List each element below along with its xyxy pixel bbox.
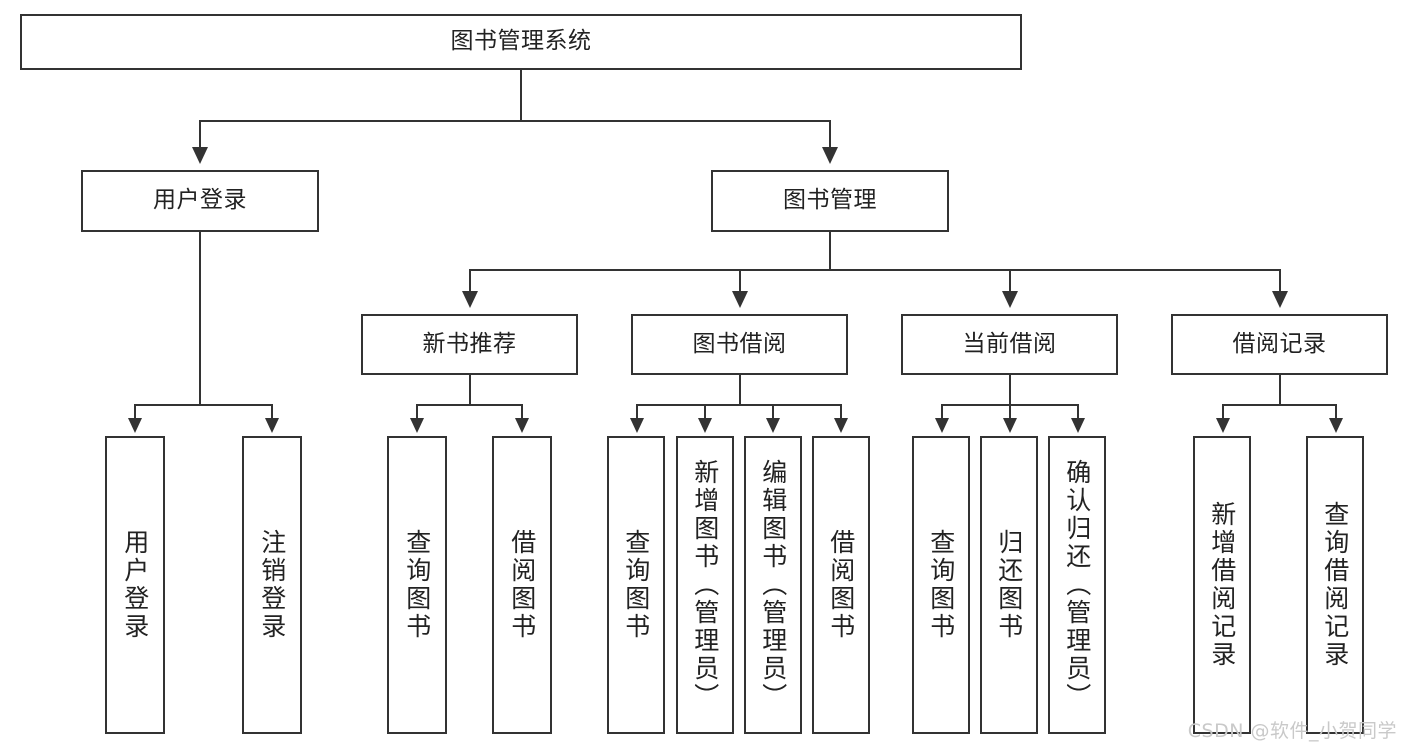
arrow-to-leaf-borrow-book-1	[515, 418, 529, 433]
node-label: 图书管理系统	[450, 28, 592, 55]
connector-book-borrow-bus	[636, 404, 842, 406]
connector-level3-drop-4	[1279, 269, 1281, 293]
node-label: 归还图书	[994, 529, 1024, 641]
connector-new-book-stem	[469, 375, 471, 406]
connector-level3-drop-1	[469, 269, 471, 293]
arrow-to-leaf-edit-book	[766, 418, 780, 433]
arrow-to-leaf-return-book	[1003, 418, 1017, 433]
node-label: 确认归还（管理员）	[1062, 459, 1092, 711]
arrow-to-book-borrow	[732, 291, 748, 308]
arrow-to-leaf-confirm-return	[1071, 418, 1085, 433]
arrow-to-leaf-borrow-book-2	[834, 418, 848, 433]
arrow-to-leaf-add-record	[1216, 418, 1230, 433]
arrow-to-leaf-query-book-3	[935, 418, 949, 433]
arrow-to-leaf-add-book	[698, 418, 712, 433]
arrow-to-new-book-recommend	[462, 291, 478, 308]
node-label: 图书借阅	[692, 330, 787, 357]
arrow-to-borrow-record	[1272, 291, 1288, 308]
connector-user-login-drop-1	[134, 404, 136, 420]
node-label: 新增图书（管理员）	[690, 459, 720, 711]
connector-current-borrow-drop-2	[1009, 404, 1011, 420]
leaf-borrow-book[interactable]: 借阅图书	[812, 436, 870, 734]
connector-book-management-stem	[829, 232, 831, 271]
leaf-confirm-return[interactable]: 确认归还（管理员）	[1048, 436, 1106, 734]
node-user-login[interactable]: 用户登录	[81, 170, 319, 232]
connector-borrow-record-bus	[1222, 404, 1336, 406]
leaf-query-book-current[interactable]: 查询图书	[912, 436, 970, 734]
node-label: 借阅图书	[507, 529, 537, 641]
node-label: 借阅记录	[1232, 330, 1327, 357]
node-label: 当前借阅	[962, 330, 1057, 357]
connector-level3-bus	[469, 269, 1281, 271]
arrow-to-current-borrow	[1002, 291, 1018, 308]
leaf-query-book-recommend[interactable]: 查询图书	[387, 436, 447, 734]
node-label: 编辑图书（管理员）	[758, 459, 788, 711]
node-label: 查询图书	[926, 529, 956, 641]
leaf-logout[interactable]: 注销登录	[242, 436, 302, 734]
leaf-add-borrow-record[interactable]: 新增借阅记录	[1193, 436, 1251, 734]
connector-borrow-record-stem	[1279, 375, 1281, 406]
node-label: 用户登录	[153, 187, 247, 214]
connector-current-borrow-drop-3	[1077, 404, 1079, 420]
arrow-to-user-login	[192, 147, 208, 164]
connector-book-borrow-drop-2	[704, 404, 706, 420]
node-label: 查询图书	[621, 529, 651, 641]
node-borrow-record[interactable]: 借阅记录	[1171, 314, 1388, 375]
node-label: 新书推荐	[422, 330, 517, 357]
leaf-query-borrow-record[interactable]: 查询借阅记录	[1306, 436, 1364, 734]
connector-book-borrow-drop-1	[636, 404, 638, 420]
connector-root-stem	[520, 70, 522, 121]
node-root-library-system[interactable]: 图书管理系统	[20, 14, 1022, 70]
arrow-to-leaf-query-book-1	[410, 418, 424, 433]
node-label: 注销登录	[257, 529, 287, 641]
node-label: 用户登录	[120, 529, 150, 641]
node-label: 借阅图书	[826, 529, 856, 641]
arrow-to-book-management	[822, 147, 838, 164]
node-new-book-recommend[interactable]: 新书推荐	[361, 314, 578, 375]
node-book-management[interactable]: 图书管理	[711, 170, 949, 232]
leaf-query-book-borrow[interactable]: 查询图书	[607, 436, 665, 734]
leaf-return-book[interactable]: 归还图书	[980, 436, 1038, 734]
leaf-edit-book[interactable]: 编辑图书（管理员）	[744, 436, 802, 734]
arrow-to-leaf-query-record	[1329, 418, 1343, 433]
connector-level1-drop-right	[829, 120, 831, 149]
connector-level3-drop-2	[739, 269, 741, 293]
connector-level1-bus	[199, 120, 831, 122]
connector-new-book-drop-1	[416, 404, 418, 420]
node-label: 新增借阅记录	[1207, 501, 1237, 669]
connector-current-borrow-drop-1	[941, 404, 943, 420]
connector-new-book-drop-2	[521, 404, 523, 420]
connector-user-login-stem	[199, 232, 201, 406]
leaf-user-login[interactable]: 用户登录	[105, 436, 165, 734]
node-label: 查询图书	[402, 529, 432, 641]
connector-borrow-record-drop-2	[1335, 404, 1337, 420]
arrow-to-leaf-logout	[265, 418, 279, 433]
connector-book-borrow-drop-4	[840, 404, 842, 420]
connector-book-borrow-drop-3	[772, 404, 774, 420]
connector-borrow-record-drop-1	[1222, 404, 1224, 420]
connector-current-borrow-stem	[1009, 375, 1011, 406]
connector-user-login-bus	[134, 404, 271, 406]
connector-user-login-drop-2	[271, 404, 273, 420]
node-label: 查询借阅记录	[1320, 501, 1350, 669]
node-book-borrow[interactable]: 图书借阅	[631, 314, 848, 375]
arrow-to-leaf-query-book-2	[630, 418, 644, 433]
connector-level3-drop-3	[1009, 269, 1011, 293]
connector-book-borrow-stem	[739, 375, 741, 406]
connector-new-book-bus	[416, 404, 522, 406]
connector-level1-drop-left	[199, 120, 201, 149]
leaf-add-book[interactable]: 新增图书（管理员）	[676, 436, 734, 734]
node-current-borrow[interactable]: 当前借阅	[901, 314, 1118, 375]
leaf-borrow-book-recommend[interactable]: 借阅图书	[492, 436, 552, 734]
arrow-to-leaf-user-login	[128, 418, 142, 433]
node-label: 图书管理	[783, 187, 877, 214]
